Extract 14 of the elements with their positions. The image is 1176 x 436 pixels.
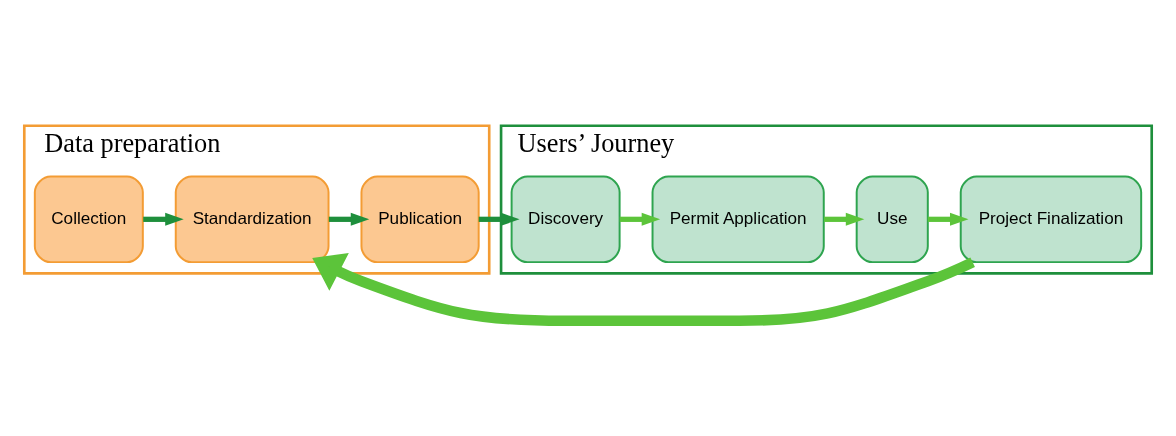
node-box: Discovery [510, 175, 621, 264]
arrow [143, 212, 184, 226]
arrow [478, 212, 520, 226]
node-box: Collection [33, 175, 144, 264]
node-box: Project Finalization [959, 175, 1143, 264]
node-box: Use [855, 175, 929, 264]
arrow [619, 212, 661, 226]
node-box: Publication [360, 175, 480, 264]
arrow [312, 253, 975, 326]
node-box: Standardization [174, 175, 330, 264]
arrow [328, 212, 370, 226]
node-box: Permit Application [651, 175, 825, 264]
arrow [824, 212, 865, 226]
arrow [927, 212, 969, 226]
